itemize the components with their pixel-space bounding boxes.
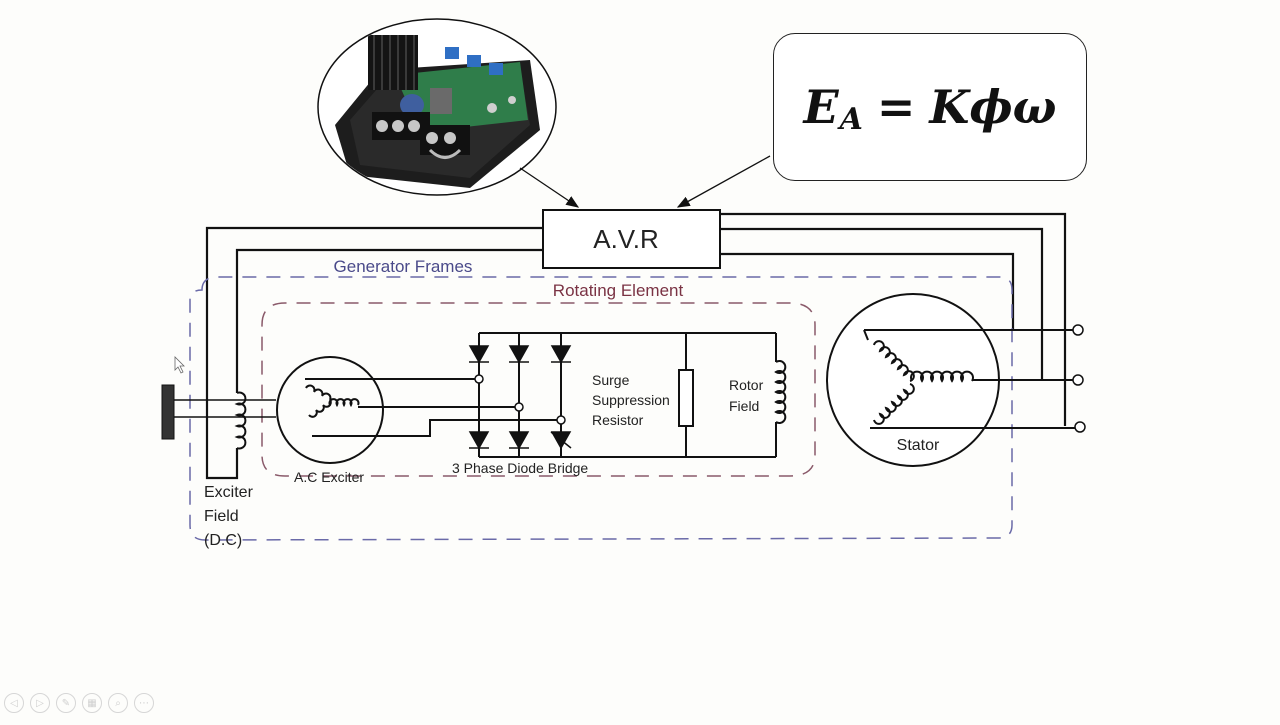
formula-subscript: A (839, 102, 863, 137)
stator-label: Stator (897, 437, 940, 454)
surge-label-2: Suppression (592, 392, 670, 408)
surge-label-1: Surge (592, 372, 630, 388)
more-options-button[interactable]: ⋯ (134, 693, 154, 713)
pen-tool-button[interactable]: ✎ (56, 693, 76, 713)
zoom-button[interactable]: ⌕ (108, 693, 128, 713)
see-all-slides-button[interactable]: ▦ (82, 693, 102, 713)
formula-lhs: E (803, 80, 839, 134)
formula-arrow (676, 155, 771, 208)
surge-resistor (678, 333, 694, 457)
diode-bridge (468, 332, 776, 458)
exciter-field-label-2: Field (204, 508, 239, 525)
diode-bridge-label: 3 Phase Diode Bridge (452, 460, 588, 476)
output-terminals (1072, 324, 1086, 433)
previous-icon: ◁ (10, 697, 18, 709)
next-slide-button[interactable]: ▷ (30, 693, 50, 713)
emf-formula: EA =Kϕω (803, 80, 1057, 137)
formula-rhs: Kϕω (929, 80, 1057, 134)
more-icon: ⋯ (139, 697, 149, 709)
slideshow-toolbar: ◁ ▷ ✎ ▦ ⌕ ⋯ (4, 693, 154, 713)
zoom-icon: ⌕ (115, 697, 121, 709)
exciter-field-label-3: (D.C) (204, 532, 242, 549)
slides-icon: ▦ (87, 697, 97, 709)
pen-icon: ✎ (61, 697, 71, 709)
stator (826, 293, 1077, 467)
ac-exciter-label: A.C Exciter (294, 469, 364, 485)
rotating-element-boundary (261, 302, 816, 477)
formula-equals: = (876, 80, 916, 134)
rotating-element-label: Rotating Element (553, 281, 684, 300)
generator-frames-boundary (189, 276, 1013, 541)
avr-exciter-wiring (205, 226, 543, 480)
rotor-label-1: Rotor (729, 377, 764, 393)
avr-module-photo (317, 18, 557, 196)
rotor-label-2: Field (729, 398, 759, 414)
surge-label-3: Resistor (592, 412, 644, 428)
mouse-cursor-icon (174, 356, 185, 374)
photo-arrow (519, 167, 580, 208)
generator-frames-label: Generator Frames (334, 257, 473, 276)
rotor-field-coil (774, 333, 787, 457)
exciter-field-label-1: Exciter (204, 484, 254, 501)
ac-exciter (276, 356, 384, 464)
shaft (161, 384, 276, 440)
exciter-field-coil (234, 391, 247, 450)
avr-box (542, 209, 721, 269)
formula-box: EA =Kϕω (773, 33, 1087, 181)
exciter-bridge-wiring (305, 378, 561, 437)
avr-label: A.V.R (593, 224, 659, 254)
next-icon: ▷ (36, 697, 44, 709)
previous-slide-button[interactable]: ◁ (4, 693, 24, 713)
